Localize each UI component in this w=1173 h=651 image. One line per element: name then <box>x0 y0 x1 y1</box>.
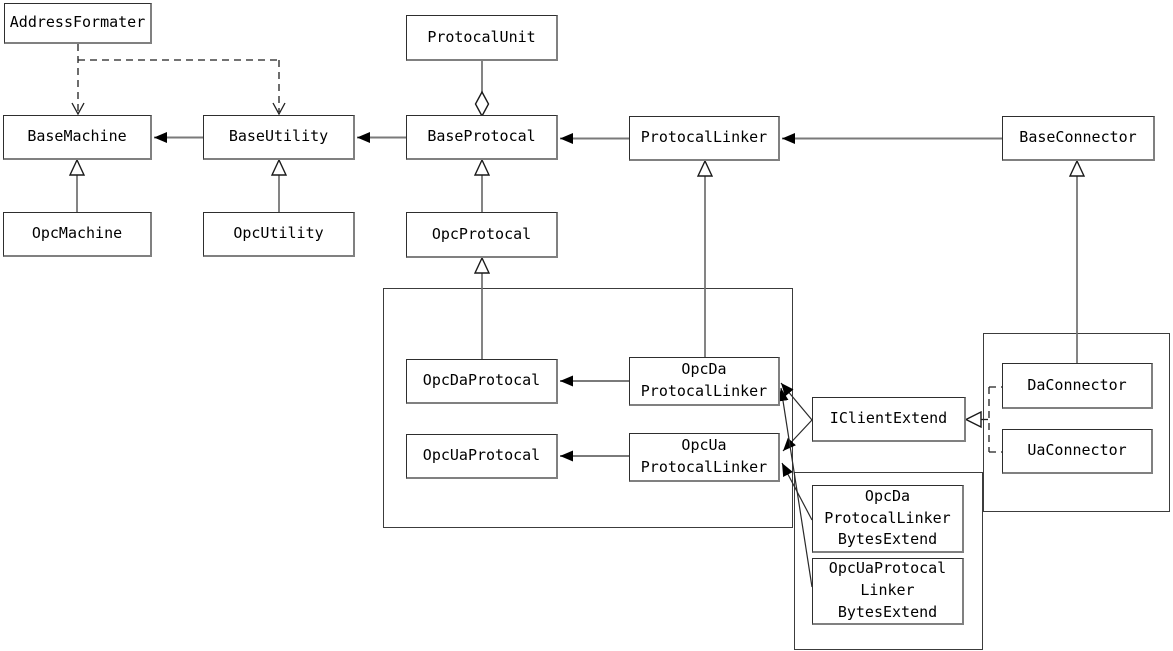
edge-opcutility-extends-baseutility <box>270 158 288 212</box>
edge-iclientextend-to-opcuaprotocallinker <box>782 419 813 452</box>
class-box-protocallinker: ProtocalLinker <box>629 116 780 161</box>
class-box-opcutility: OpcUtility <box>203 212 355 257</box>
group-opc-protocal-linkers <box>383 288 793 528</box>
edge-opcdaprotocallinker-extends-protocallinker <box>696 159 714 357</box>
edge-daconnector-extends-baseconnector <box>1068 159 1086 363</box>
edge-addressformater-to-baseutility <box>78 59 286 116</box>
class-box-opcdaprotocal: OpcDaProtocal <box>406 359 558 404</box>
class-box-baseconnector: BaseConnector <box>1002 116 1155 161</box>
class-box-iclientextend: IClientExtend <box>812 397 966 442</box>
class-box-opcuaprotocal: OpcUaProtocal <box>406 434 558 479</box>
edge-opcuabytesextend-to-opcdaprotocallinker <box>777 387 813 588</box>
edge-opcmachine-extends-basemachine <box>68 158 86 212</box>
class-box-opcuaprotocallinkerbytesextend: OpcUaProtocal Linker BytesExtend <box>812 558 964 625</box>
edge-protocalunit-aggregates-baseprotocal <box>474 61 490 118</box>
edge-opcprotocal-extends-baseprotocal <box>473 158 491 212</box>
class-box-addressformater: AddressFormater <box>4 3 152 44</box>
class-box-opcprotocal: OpcProtocal <box>406 212 558 258</box>
class-box-uaconnector: UaConnector <box>1002 429 1153 474</box>
class-box-baseutility: BaseUtility <box>203 115 355 160</box>
class-box-protocalunit: ProtocalUnit <box>406 15 558 61</box>
class-box-opcuaprotocallinker: OpcUa ProtocalLinker <box>629 433 780 482</box>
class-box-opcdaprotocallinkerbytesextend: OpcDa ProtocalLinker BytesExtend <box>812 485 964 553</box>
class-box-opcmachine: OpcMachine <box>3 212 152 257</box>
edge-connectors-realize-iclientextend <box>964 386 1002 453</box>
group-bytes-extend <box>794 472 983 650</box>
edge-addressformater-to-basemachine <box>71 44 85 116</box>
class-box-daconnector: DaConnector <box>1002 363 1153 409</box>
class-box-baseprotocal: BaseProtocal <box>406 115 558 160</box>
class-box-opcdaprotocallinker: OpcDa ProtocalLinker <box>629 357 780 406</box>
class-box-basemachine: BaseMachine <box>3 115 152 160</box>
edge-opcdaprotocal-extends-opcprotocal <box>473 256 491 359</box>
